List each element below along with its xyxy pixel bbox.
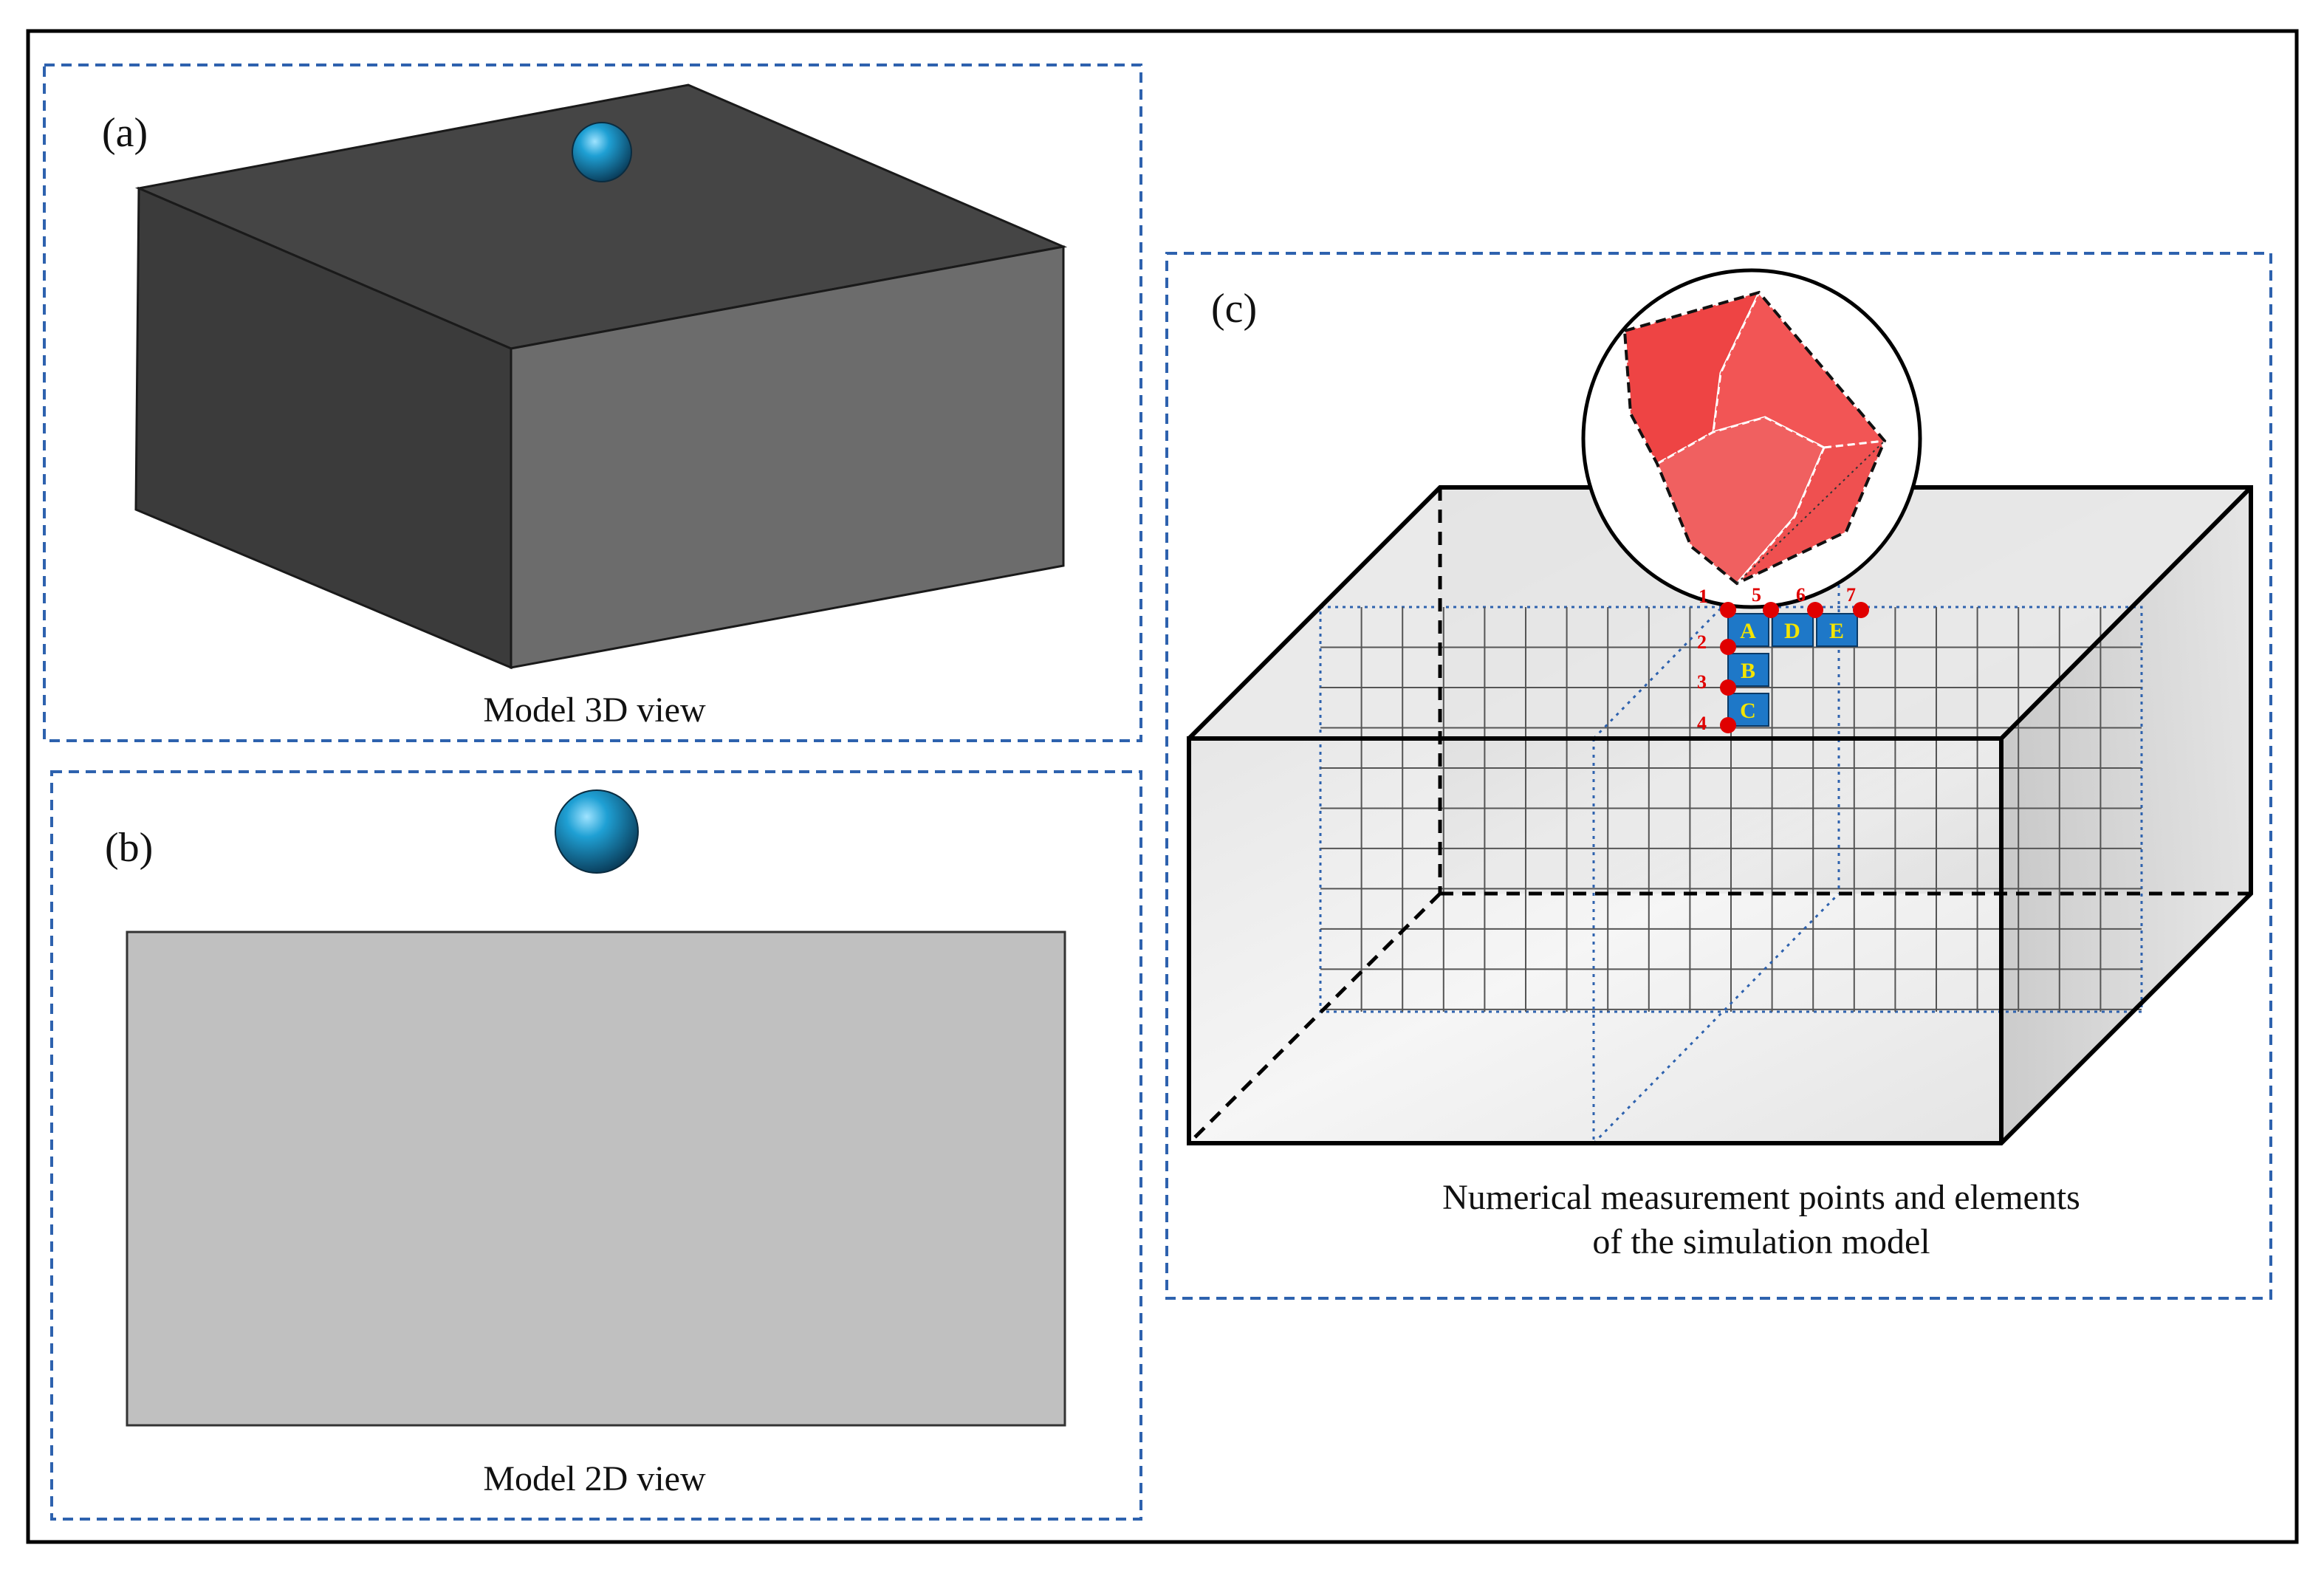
block-right-face [510,245,1065,669]
panel-c-tag: (c) [1211,286,1257,332]
panel-c-caption-line1: Numerical measurement points and element… [1442,1178,2080,1217]
panel-b-caption: Model 2D view [483,1459,706,1498]
point-3 [1720,679,1736,696]
panel-a: (a) Model 3D view [43,64,1142,742]
projectile-sphere-2d [555,789,639,874]
section-guide-3 [1592,892,1840,1145]
point-label-4: 4 [1697,713,1707,734]
panel-a-dashed-box [43,64,1142,742]
point-label-1: 1 [1699,586,1708,607]
element-label-E: E [1829,619,1844,643]
point-label-7: 7 [1846,584,1856,606]
box-front-face [1189,738,2001,1143]
element-D [1772,613,1814,647]
panel-c-dashed-box [1165,252,2272,1300]
point-7 [1853,602,1869,618]
element-B [1727,653,1769,687]
panel-b: (b) Model 2D view [50,770,1142,1521]
point-4 [1720,717,1736,733]
mesh-grid [1319,606,2143,1013]
element-label-D: D [1784,619,1800,643]
element-label-B: B [1741,659,1755,683]
point-6 [1807,602,1823,618]
measurement-layout: A D E B C 1 2 3 4 5 6 7 [1697,584,1869,734]
element-E [1816,613,1858,647]
box-right-face [2001,487,2251,1143]
panel-b-dashed-box [50,770,1142,1521]
element-C [1727,693,1769,727]
element-label-A: A [1740,619,1756,643]
element-label-C: C [1740,699,1756,723]
panel-b-tag: (b) [105,825,153,871]
point-2 [1720,639,1736,655]
mesh-lines [1320,607,2142,1012]
panel-c: (c) [1165,252,2272,1300]
panel-a-tag: (a) [102,110,148,156]
box-top-face [1189,487,2251,738]
point-label-2: 2 [1697,631,1707,653]
element-A [1727,613,1769,647]
panel-c-caption-line2: of the simulation model [1592,1222,1930,1261]
point-label-5: 5 [1752,584,1761,606]
magnifier-circle [1581,268,1922,609]
point-1 [1720,602,1736,618]
model-2d-plane [126,931,1066,1427]
hidden-edge-diagonal [1187,892,1442,1145]
projectile-sphere-3d [572,122,632,182]
point-label-6: 6 [1796,584,1806,606]
rock-particle [1623,290,1887,586]
point-label-3: 3 [1697,671,1707,693]
point-5 [1763,602,1779,618]
rock-contact-dotted [1736,440,1885,584]
panel-a-caption: Model 3D view [483,690,706,730]
